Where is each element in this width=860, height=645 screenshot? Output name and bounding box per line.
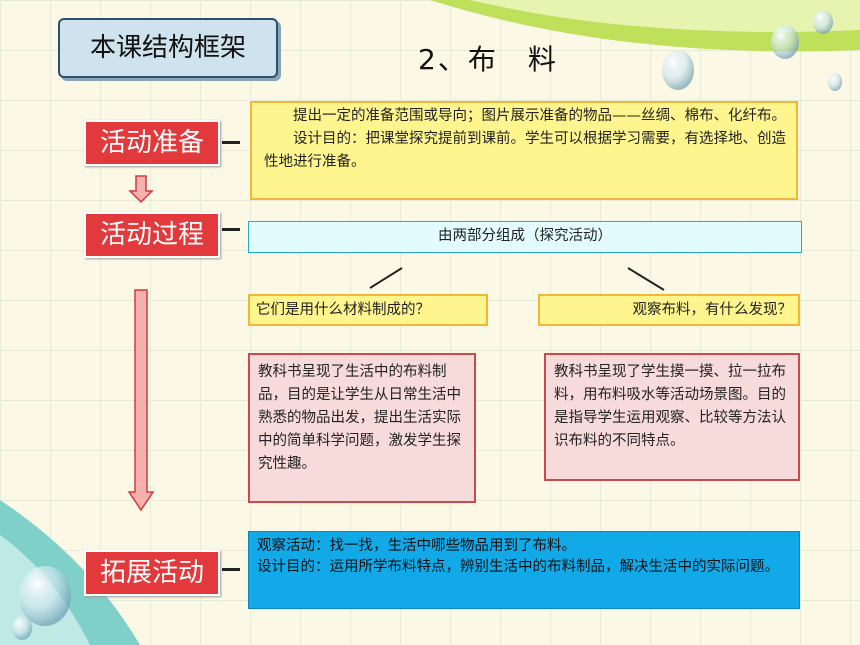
- water-drop-icon: [771, 25, 799, 59]
- arrow-down-icon: [128, 175, 154, 204]
- extend-design-purpose: 设计目的：运用所学布料特点，辨别生活中的布料制品，解决生活中的实际问题。: [257, 559, 779, 575]
- right-question-box: 观察布料，有什么发现？: [538, 294, 800, 326]
- arrow-down-icon: [127, 289, 155, 512]
- stage-process: 活动过程: [84, 212, 220, 258]
- prepare-description-line: 提出一定的准备范围或导向；图片展示准备的物品——丝绸、棉布、化纤布。: [293, 108, 786, 124]
- extend-activity-line: 观察活动：找一找，生活中哪些物品用到了布料。: [257, 538, 576, 554]
- connector-dash: [222, 228, 240, 231]
- connector-dash: [222, 141, 240, 144]
- lesson-subject: 2、布 料: [418, 43, 558, 76]
- branch-line-right: [627, 267, 665, 291]
- water-drop-icon: [19, 566, 71, 626]
- water-drop-icon: [813, 10, 833, 34]
- water-drop-icon: [662, 50, 694, 90]
- left-question-box: 它们是用什么材料制成的？: [248, 294, 488, 326]
- process-summary-box: 由两部分组成（探究活动）: [248, 221, 802, 253]
- branch-line-left: [369, 267, 403, 289]
- green-swoosh-inner: [470, 0, 860, 32]
- water-drop-icon: [12, 616, 32, 640]
- water-drop-icon: [828, 73, 842, 91]
- prepare-design-purpose: 设计目的：把课堂探究提前到课前。学生可以根据学习需要，有选择地、创造性地进行准备…: [264, 131, 786, 170]
- right-detail-box: 教科书呈现了学生摸一摸、拉一拉布料，用布料吸水等活动场景图。目的是指导学生运用观…: [544, 353, 800, 481]
- connector-dash: [222, 568, 240, 571]
- page-title: 本课结构框架: [58, 18, 278, 78]
- prepare-description-box: 提出一定的准备范围或导向；图片展示准备的物品——丝绸、棉布、化纤布。 设计目的：…: [250, 101, 798, 200]
- stage-extend: 拓展活动: [84, 550, 220, 596]
- left-detail-box: 教科书呈现了生活中的布料制品，目的是让学生从日常生活中熟悉的物品出发，提出生活实…: [248, 353, 476, 503]
- extend-description-box: 观察活动：找一找，生活中哪些物品用到了布料。 设计目的：运用所学布料特点，辨别生…: [248, 531, 800, 609]
- stage-prepare: 活动准备: [84, 120, 220, 166]
